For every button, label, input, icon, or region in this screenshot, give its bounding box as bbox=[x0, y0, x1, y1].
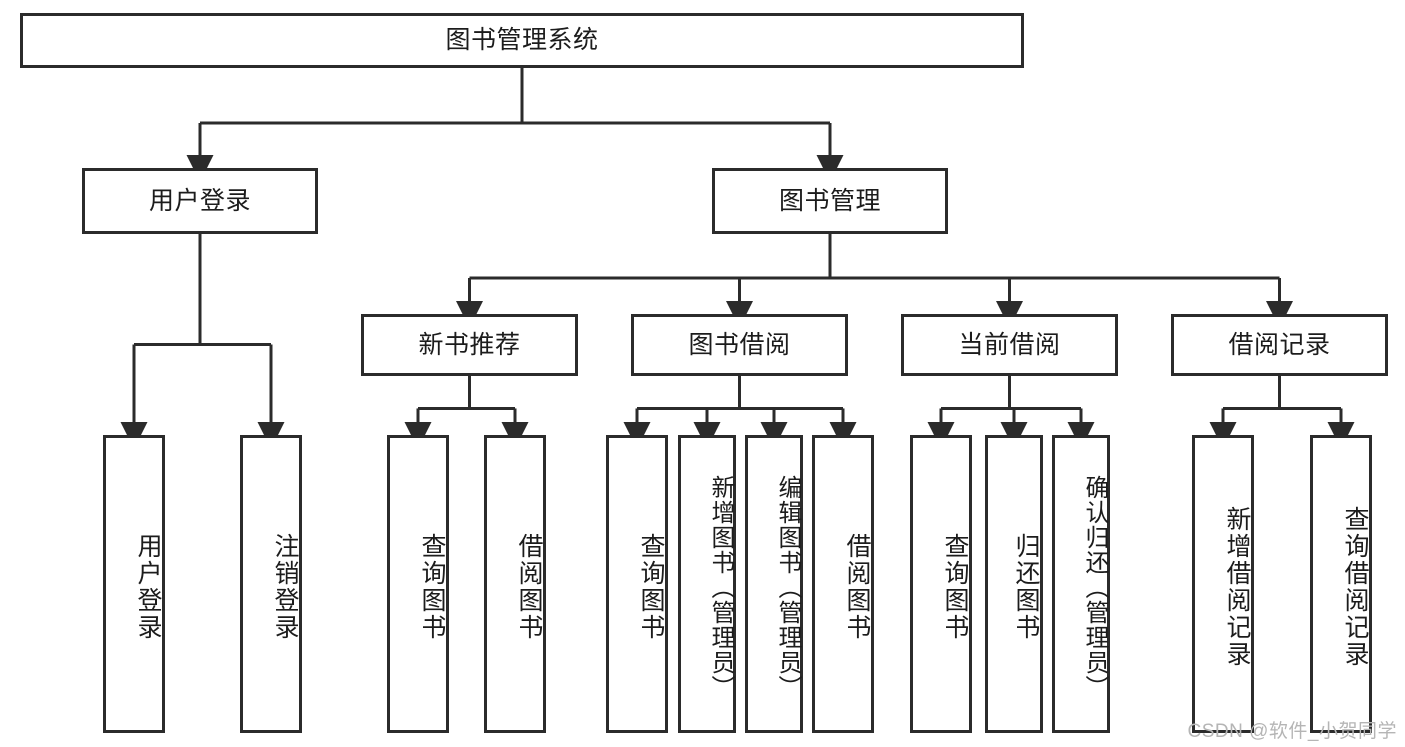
node-leaf-add-record[interactable]: 新增借阅记录 bbox=[1192, 435, 1254, 733]
node-leaf-query-book-1-label: 查询图书 bbox=[418, 533, 446, 641]
node-leaf-return-book[interactable]: 归还图书 bbox=[985, 435, 1043, 733]
node-leaf-add-record-label: 新增借阅记录 bbox=[1223, 506, 1251, 668]
node-book-manage-label: 图书管理 bbox=[778, 186, 881, 215]
node-current-borrow[interactable]: 当前借阅 bbox=[901, 314, 1118, 376]
node-leaf-add-book[interactable]: 新增图书（管理员） bbox=[678, 435, 736, 733]
csdn-watermark: CSDN @软件_小贺同学 bbox=[1187, 721, 1397, 742]
node-leaf-logout[interactable]: 注销登录 bbox=[240, 435, 302, 733]
node-leaf-borrow-book-2-label: 借阅图书 bbox=[843, 533, 871, 641]
node-leaf-user-login[interactable]: 用户登录 bbox=[103, 435, 165, 733]
node-leaf-query-book-3[interactable]: 查询图书 bbox=[910, 435, 972, 733]
node-leaf-query-book-3-label: 查询图书 bbox=[941, 533, 969, 641]
node-leaf-edit-book[interactable]: 编辑图书（管理员） bbox=[745, 435, 803, 733]
node-current-borrow-label: 当前借阅 bbox=[958, 330, 1061, 359]
node-leaf-borrow-book-2[interactable]: 借阅图书 bbox=[812, 435, 874, 733]
node-leaf-confirm-return-label: 确认归还（管理员） bbox=[1081, 474, 1108, 700]
node-leaf-query-record[interactable]: 查询借阅记录 bbox=[1310, 435, 1372, 733]
node-leaf-confirm-return[interactable]: 确认归还（管理员） bbox=[1052, 435, 1110, 733]
node-leaf-add-book-label: 新增图书（管理员） bbox=[707, 474, 734, 700]
node-leaf-query-book-2[interactable]: 查询图书 bbox=[606, 435, 668, 733]
node-leaf-edit-book-label: 编辑图书（管理员） bbox=[774, 474, 801, 700]
node-new-book-rec-label: 新书推荐 bbox=[418, 330, 521, 359]
node-book-borrow-label: 图书借阅 bbox=[688, 330, 791, 359]
node-leaf-return-book-label: 归还图书 bbox=[1012, 533, 1040, 641]
node-leaf-borrow-book-1[interactable]: 借阅图书 bbox=[484, 435, 546, 733]
node-book-manage[interactable]: 图书管理 bbox=[712, 168, 948, 234]
node-new-book-rec[interactable]: 新书推荐 bbox=[361, 314, 578, 376]
node-borrow-record-label: 借阅记录 bbox=[1228, 330, 1331, 359]
node-root-label: 图书管理系统 bbox=[445, 26, 599, 54]
node-leaf-query-book-1[interactable]: 查询图书 bbox=[387, 435, 449, 733]
node-leaf-logout-label: 注销登录 bbox=[271, 533, 299, 641]
node-borrow-record[interactable]: 借阅记录 bbox=[1171, 314, 1388, 376]
node-leaf-query-record-label: 查询借阅记录 bbox=[1341, 506, 1369, 668]
node-user-login[interactable]: 用户登录 bbox=[82, 168, 318, 234]
node-leaf-user-login-label: 用户登录 bbox=[134, 533, 162, 641]
node-root[interactable]: 图书管理系统 bbox=[20, 13, 1024, 68]
node-leaf-borrow-book-1-label: 借阅图书 bbox=[515, 533, 543, 641]
node-user-login-label: 用户登录 bbox=[148, 186, 251, 215]
node-book-borrow[interactable]: 图书借阅 bbox=[631, 314, 848, 376]
node-leaf-query-book-2-label: 查询图书 bbox=[637, 533, 665, 641]
